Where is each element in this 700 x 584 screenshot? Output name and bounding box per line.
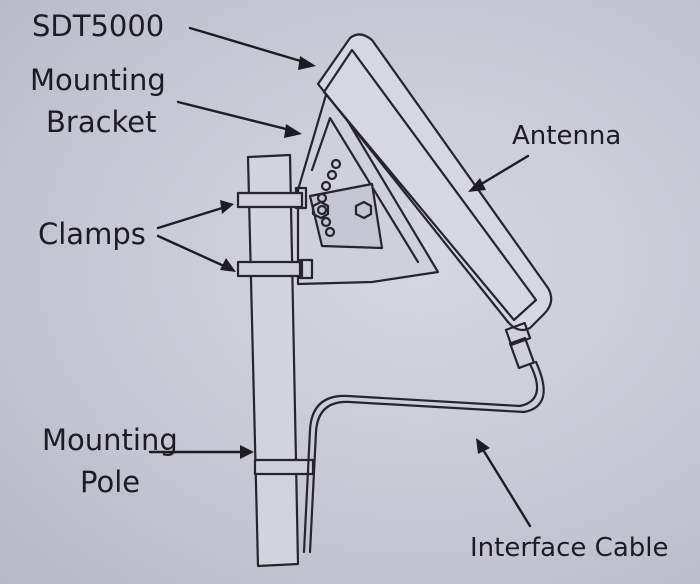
interface-cable [302,360,545,554]
bracket-label-line2: Bracket [46,105,157,139]
bracket-arrow [176,100,302,138]
clamps-arrow-lower [156,234,236,272]
antenna [316,33,553,370]
sdt5000-label: SDT5000 [32,9,165,43]
interface-cable-label: Interface Cable [470,533,669,563]
mounting-bracket [294,86,440,286]
cable-arrow [476,438,532,528]
pole-arrow [148,445,254,459]
clamps [236,191,315,476]
antenna-label: Antenna [512,121,622,151]
pole-label-line2: Pole [80,465,141,499]
clamps-label: Clamps [38,217,146,251]
clamps-arrow-upper [156,200,234,230]
bracket-label-line1: Mounting [30,63,166,97]
antenna-arrow [468,154,530,192]
pole-label-line1: Mounting [42,423,178,457]
sdt5000-arrow [188,26,316,70]
mounting-pole [246,153,300,568]
